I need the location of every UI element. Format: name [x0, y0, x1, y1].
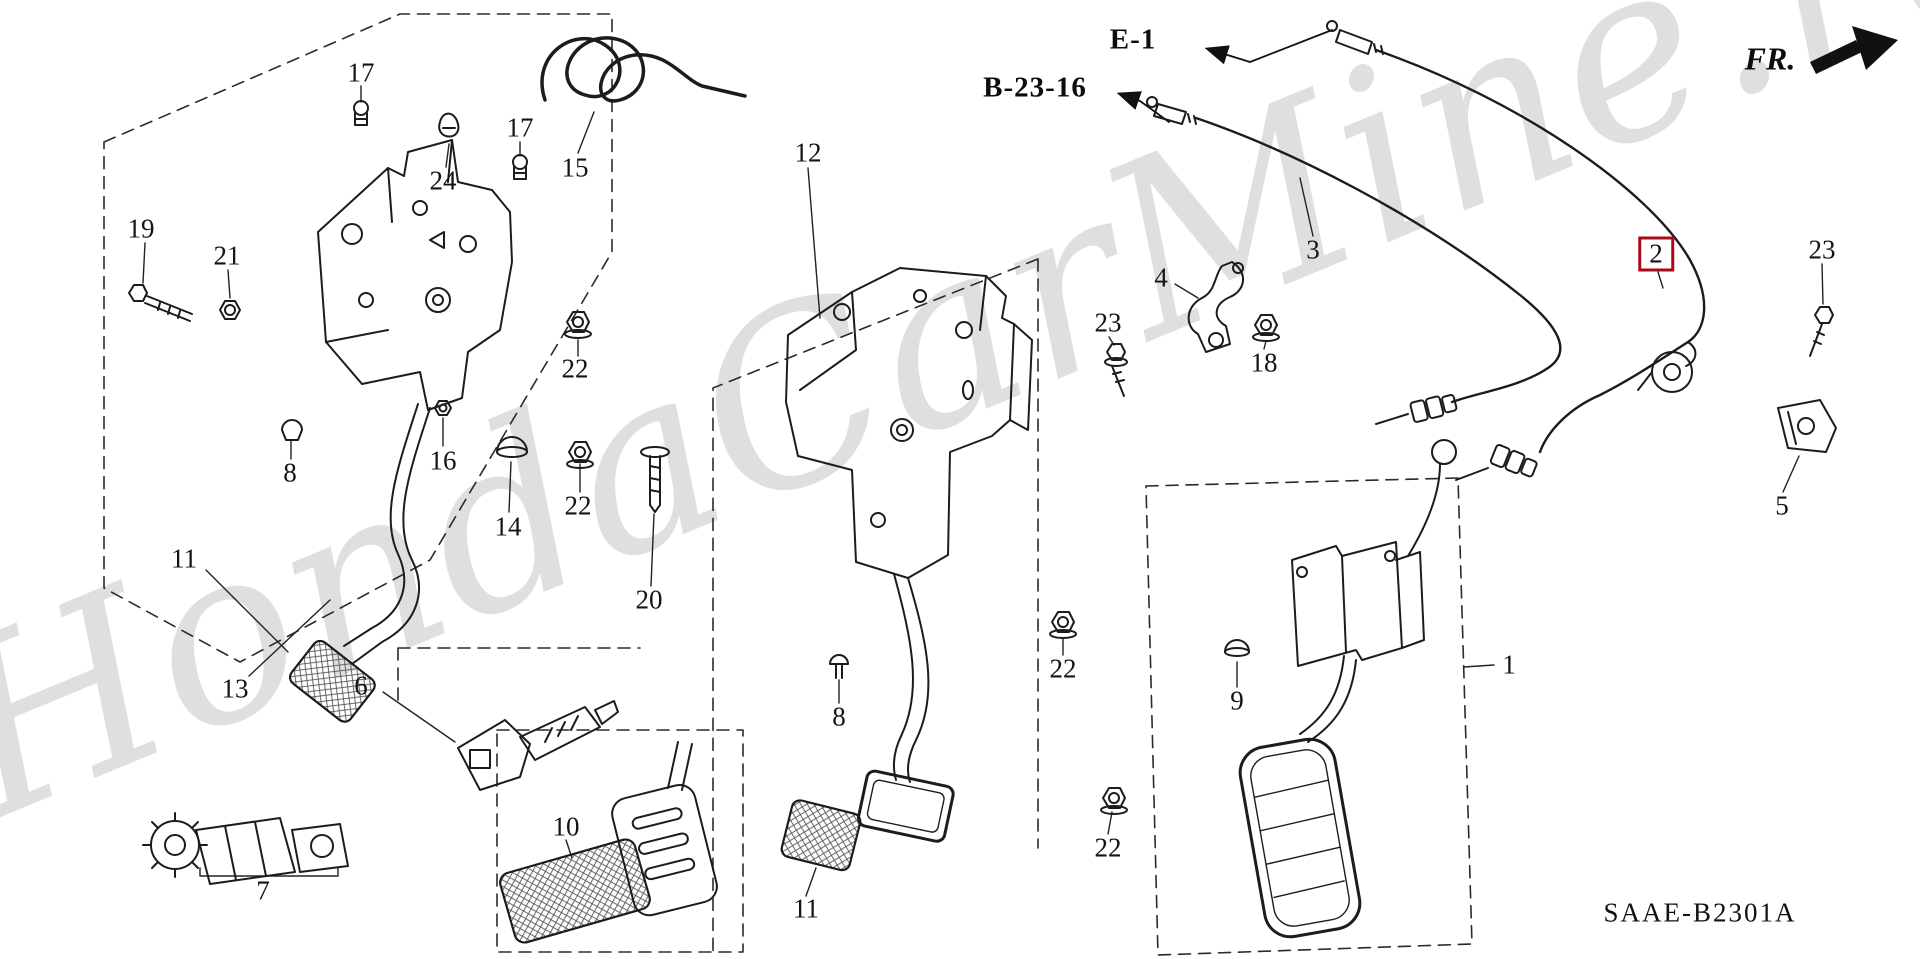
callout-part-7-20[interactable]: 7 [256, 875, 270, 906]
callout-part-3-24[interactable]: 3 [1306, 234, 1320, 265]
fr-direction-label: FR. [1744, 40, 1796, 77]
callout-part-9-21[interactable]: 9 [1230, 685, 1244, 716]
reference-arrows [1116, 29, 1333, 123]
callout-part-8-16[interactable]: 8 [832, 701, 846, 732]
callout-part-14-11[interactable]: 14 [494, 511, 522, 542]
callout-part-4-25[interactable]: 4 [1154, 262, 1168, 293]
callout-part-17-2[interactable]: 17 [506, 112, 534, 143]
clutch-pedal-assembly [128, 36, 747, 944]
callout-part-16-8[interactable]: 16 [429, 445, 457, 476]
callout-part-6-15[interactable]: 6 [354, 670, 368, 701]
diagram-code: SAAE-B2301A [1603, 897, 1797, 928]
callout-part-15-3[interactable]: 15 [561, 152, 589, 183]
ref-label-E-1[interactable]: E-1 [1109, 23, 1157, 56]
callout-part-24-1[interactable]: 24 [429, 165, 457, 196]
callout-part-22-9[interactable]: 22 [564, 490, 592, 521]
callout-part-1-23[interactable]: 1 [1502, 649, 1516, 680]
callout-part-12-6[interactable]: 12 [794, 137, 822, 168]
brake-pedal-assembly [780, 267, 1128, 872]
callout-part-8-10[interactable]: 8 [283, 457, 297, 488]
callout-part-23-29[interactable]: 23 [1808, 234, 1836, 265]
callout-part-23-26[interactable]: 23 [1094, 307, 1122, 338]
leader-lines [142, 85, 1824, 897]
callout-part-22-17[interactable]: 22 [1049, 653, 1077, 684]
callout-part-11-12[interactable]: 11 [171, 543, 197, 574]
callout-part-10-18[interactable]: 10 [552, 811, 580, 842]
callout-part-13-13[interactable]: 13 [221, 673, 249, 704]
throttle-cable-group [1104, 20, 1837, 481]
callout-part-11-19[interactable]: 11 [793, 893, 819, 924]
callout-part-18-27[interactable]: 18 [1250, 347, 1278, 378]
callout-part-17-0[interactable]: 17 [347, 57, 375, 88]
callout-part-19-4[interactable]: 19 [127, 213, 155, 244]
callout-part-21-5[interactable]: 21 [213, 240, 241, 271]
callout-part-20-14[interactable]: 20 [635, 584, 663, 615]
callout-part-22-7[interactable]: 22 [561, 353, 589, 384]
ref-label-B-23-16[interactable]: B-23-16 [983, 71, 1087, 104]
callout-part-2-28[interactable]: 2 [1638, 236, 1674, 272]
callout-part-22-22[interactable]: 22 [1094, 832, 1122, 863]
accelerator-pedal-assembly [1224, 439, 1457, 939]
dashed-boundaries [103, 13, 1473, 956]
fr-arrow-icon [1810, 26, 1898, 74]
callout-part-5-30[interactable]: 5 [1775, 490, 1789, 521]
